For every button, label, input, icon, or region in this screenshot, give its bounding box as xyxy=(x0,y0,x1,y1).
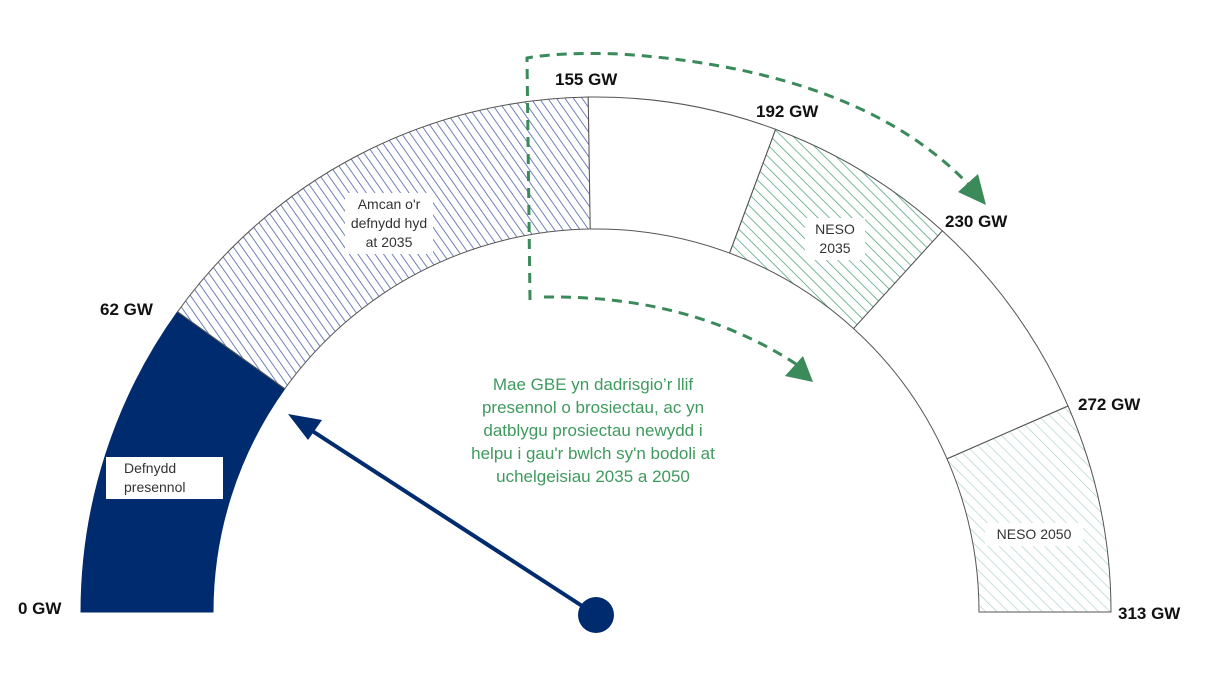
segment-label-neso-2050: NESO 2050 xyxy=(985,523,1083,546)
top-arrowhead-icon xyxy=(958,174,986,205)
tick-label-62: 62 GW xyxy=(100,300,153,319)
segment-label-neso-2035: NESO 2035 xyxy=(805,218,865,260)
top-dashed-arrow xyxy=(525,52,972,301)
bottom-arrowhead-icon xyxy=(785,356,813,382)
gauge-segment-5 xyxy=(946,405,1112,613)
tick-label-0: 0 GW xyxy=(18,599,62,618)
segment-label-current-use: Defnydd presennol xyxy=(106,457,223,499)
needle-arrowhead-icon xyxy=(288,414,322,440)
bottom-dashed-arrow xyxy=(543,295,797,366)
annotation-text: Mae GBE yn dadrisgio’r llif presennol o … xyxy=(471,375,715,486)
needle xyxy=(288,414,614,633)
tick-label-155: 155 GW xyxy=(555,70,618,89)
needle-hub xyxy=(578,597,614,633)
tick-label-272: 272 GW xyxy=(1078,395,1141,414)
tick-label-313: 313 GW xyxy=(1118,604,1181,623)
tick-label-192: 192 GW xyxy=(756,102,819,121)
segment-label-2035-target: Amcan o'r defnydd hyd at 2035 xyxy=(345,193,433,254)
tick-label-230: 230 GW xyxy=(945,212,1008,231)
flow-arrows xyxy=(525,52,986,382)
